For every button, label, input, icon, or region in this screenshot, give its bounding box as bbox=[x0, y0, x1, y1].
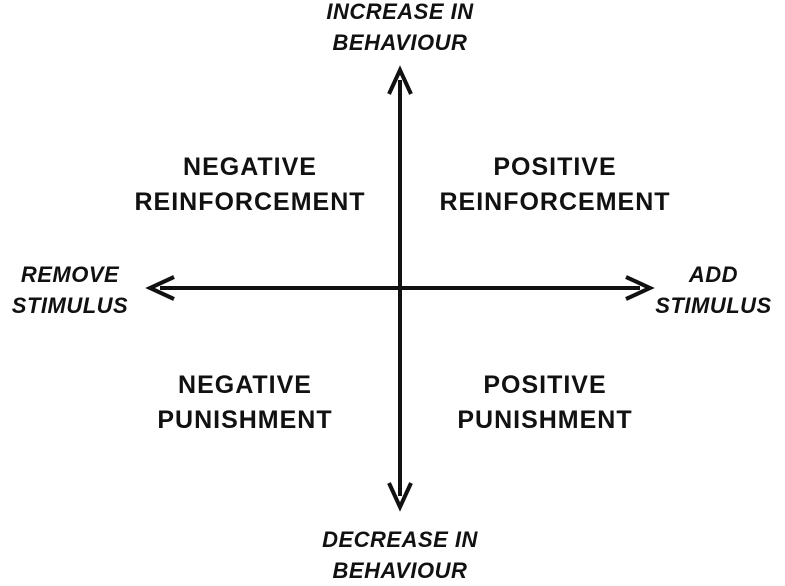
arrowhead-up bbox=[387, 65, 413, 95]
quadrant-label-line: POSITIVE bbox=[483, 371, 607, 399]
axis-label-line: BEHAVIOUR bbox=[332, 558, 468, 583]
axis-label-line: REMOVE bbox=[20, 262, 120, 287]
quadrant-label-line: PUNISHMENT bbox=[457, 406, 633, 434]
quadrant-negative-reinforcement: NEGATIVE REINFORCEMENT bbox=[110, 150, 390, 220]
axis-label-increase-behaviour: INCREASE IN BEHAVIOUR bbox=[300, 0, 500, 58]
axis-label-remove-stimulus: REMOVE STIMULUS bbox=[0, 259, 140, 321]
arrowhead-left bbox=[145, 275, 175, 301]
quadrant-positive-reinforcement: POSITIVE REINFORCEMENT bbox=[410, 150, 700, 220]
quadrant-label-line: REINFORCEMENT bbox=[134, 188, 366, 216]
quadrant-positive-punishment: POSITIVE PUNISHMENT bbox=[420, 368, 670, 438]
axis-label-line: STIMULUS bbox=[11, 293, 129, 318]
axis-label-line: BEHAVIOUR bbox=[332, 30, 468, 55]
arrowhead-right bbox=[625, 275, 655, 301]
quadrant-label-line: NEGATIVE bbox=[178, 371, 312, 399]
quadrant-label-line: PUNISHMENT bbox=[157, 406, 333, 434]
quadrant-label-line: REINFORCEMENT bbox=[439, 188, 671, 216]
axis-label-line: ADD bbox=[688, 262, 739, 287]
axis-label-line: INCREASE IN bbox=[326, 0, 474, 24]
axis-label-add-stimulus: ADD STIMULUS bbox=[642, 259, 785, 321]
arrowhead-down bbox=[387, 482, 413, 512]
axis-label-line: STIMULUS bbox=[655, 293, 772, 318]
axis-label-decrease-behaviour: DECREASE IN BEHAVIOUR bbox=[300, 524, 500, 586]
axis-label-line: DECREASE IN bbox=[322, 527, 478, 552]
quadrant-negative-punishment: NEGATIVE PUNISHMENT bbox=[110, 368, 380, 438]
quadrant-label-line: NEGATIVE bbox=[183, 153, 317, 181]
quadrant-label-line: POSITIVE bbox=[493, 153, 617, 181]
